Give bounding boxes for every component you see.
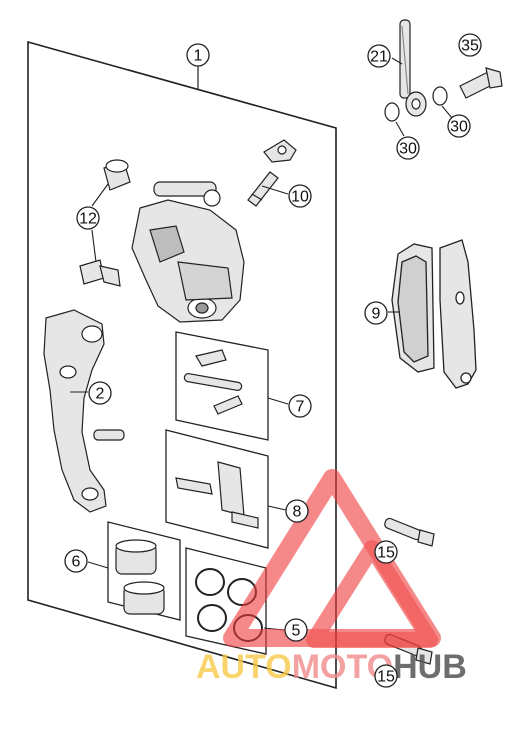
- kit-7-parts: [183, 349, 243, 415]
- callout-6: 6: [64, 549, 88, 573]
- leader-line-30a: [395, 121, 405, 137]
- leader-line-10: [261, 185, 289, 195]
- leader-line-7: [267, 397, 289, 405]
- callout-10: 10: [288, 184, 312, 208]
- leader-line-30b: [441, 105, 453, 119]
- leader-line-21: [391, 57, 403, 65]
- callout-30-left-label: 30: [399, 141, 417, 158]
- caliper-body: [131, 181, 245, 323]
- pistons: [115, 539, 165, 615]
- bushing-and-bolt: [79, 159, 131, 287]
- callout-15-upper: 15: [374, 540, 398, 564]
- callout-6-label: 6: [72, 554, 81, 571]
- callout-35-label: 35: [461, 38, 479, 55]
- caliper-bracket: [43, 309, 125, 513]
- callout-1: 1: [186, 43, 210, 67]
- leader-line-12b: [91, 229, 97, 263]
- callout-15-lower-label: 15: [377, 669, 395, 686]
- callout-12-label: 12: [79, 211, 97, 228]
- callout-2: 2: [88, 381, 112, 405]
- callout-30-right-label: 30: [450, 119, 468, 136]
- watermark-hub: HUB: [393, 648, 467, 686]
- callout-10-label: 10: [291, 189, 309, 206]
- watermark-auto: AUTO: [196, 648, 292, 686]
- callout-1-label: 1: [194, 48, 203, 65]
- callout-30-right: 30: [447, 114, 471, 138]
- callout-21: 21: [367, 44, 391, 68]
- callout-2-label: 2: [96, 386, 105, 403]
- callout-5: 5: [284, 618, 308, 642]
- callout-7: 7: [288, 394, 312, 418]
- callout-21-label: 21: [370, 49, 388, 66]
- watermark-text: AUTOMOTOHUB: [196, 648, 467, 686]
- callout-12: 12: [76, 206, 100, 230]
- callout-15-lower: 15: [374, 664, 398, 688]
- callout-9: 9: [364, 301, 388, 325]
- leader-line-6: [87, 561, 109, 569]
- brake-pads: [391, 239, 477, 389]
- callout-8: 8: [285, 499, 309, 523]
- leader-line-8: [267, 505, 287, 511]
- callout-7-label: 7: [296, 399, 305, 416]
- kit-8-parts: [175, 461, 259, 529]
- callout-9-label: 9: [372, 306, 381, 323]
- callout-15-upper-label: 15: [377, 545, 395, 562]
- brake-line-assembly: [384, 19, 503, 122]
- leader-line-12a: [91, 183, 109, 207]
- callout-8-label: 8: [293, 504, 302, 521]
- callout-35: 35: [458, 33, 482, 57]
- bleed-nipple: [247, 139, 297, 207]
- callout-30-left: 30: [396, 136, 420, 160]
- callout-5-label: 5: [292, 623, 301, 640]
